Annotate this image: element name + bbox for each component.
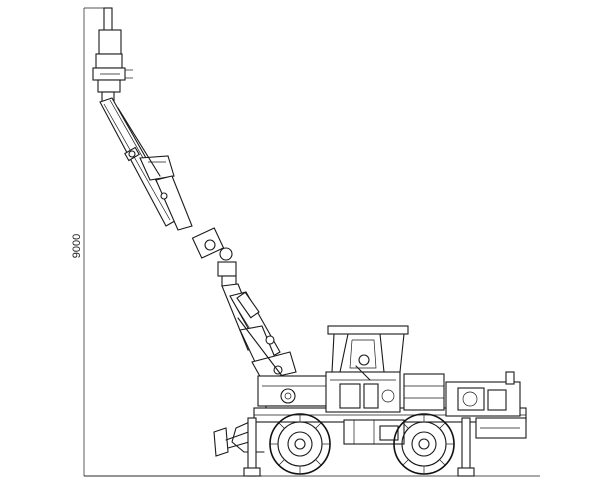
engine-housing xyxy=(325,371,445,413)
front-wheel xyxy=(269,413,331,475)
rear-power-pack xyxy=(445,371,527,439)
operator-cab xyxy=(327,325,409,381)
height-dimension-label: 9000 xyxy=(71,234,83,258)
boom-elbow-joint xyxy=(191,227,237,287)
lower-boom xyxy=(221,283,297,381)
carrier-chassis xyxy=(213,325,527,477)
drill-feed-head xyxy=(92,7,133,103)
upper-boom xyxy=(99,97,193,231)
rear-wheel xyxy=(393,413,455,475)
rear-stabilizer xyxy=(457,417,475,477)
boom-assembly xyxy=(92,7,331,417)
front-stabilizer xyxy=(213,417,265,477)
